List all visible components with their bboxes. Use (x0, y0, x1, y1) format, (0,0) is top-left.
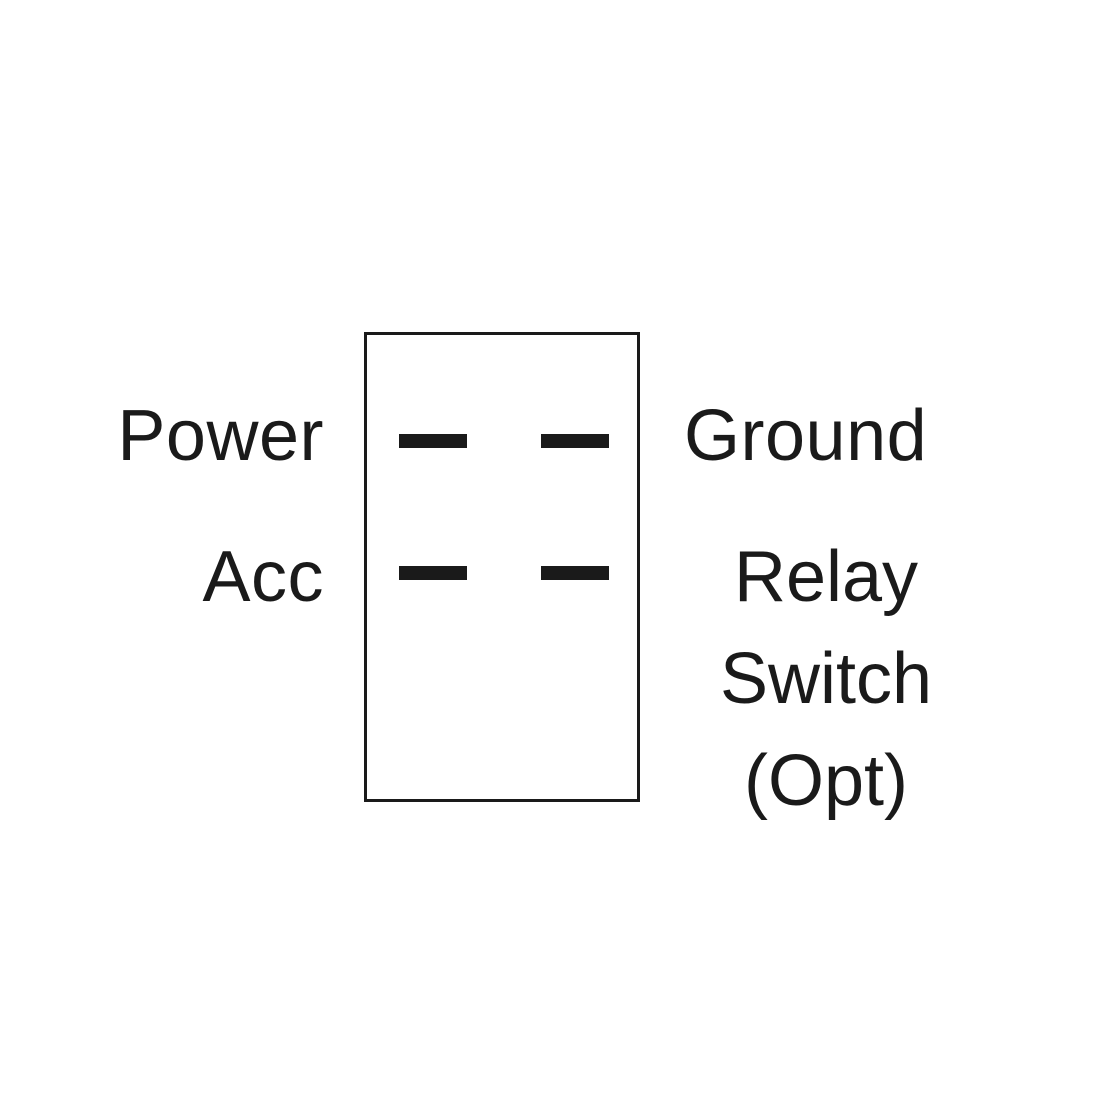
terminal-power (399, 434, 467, 448)
label-relay-line: Relay (733, 537, 919, 617)
label-power: Power (117, 396, 324, 476)
label-acc: Acc (202, 537, 324, 617)
label-ground: Ground (684, 396, 928, 476)
terminal-acc (399, 566, 467, 580)
label-relay-switch-opt: Relay Switch (Opt) (706, 541, 946, 847)
label-switch-line: Switch (719, 639, 933, 719)
terminal-ground (541, 434, 609, 448)
switch-body-outline (364, 332, 640, 802)
label-opt-line: (Opt) (743, 741, 908, 821)
terminal-relay-switch (541, 566, 609, 580)
